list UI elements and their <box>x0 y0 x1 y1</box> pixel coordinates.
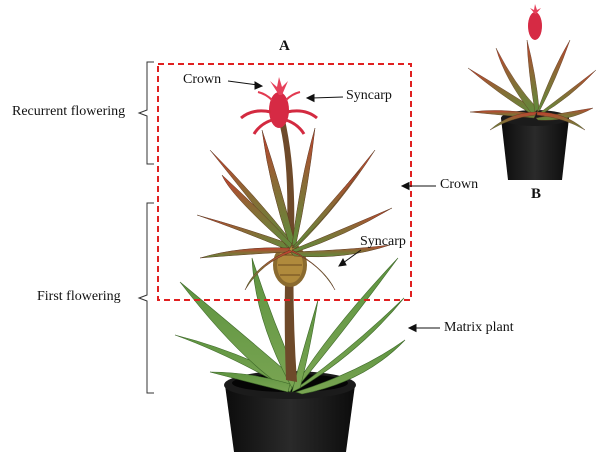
label-syncarp-mid: Syncarp <box>360 234 406 250</box>
panel-label-b: B <box>531 186 541 203</box>
bracket-first <box>139 203 154 393</box>
panel-label-a: A <box>279 38 290 55</box>
bracket-recurrent <box>139 62 154 164</box>
arrow-crown-mid <box>402 183 436 190</box>
plant-b-inflorescence <box>528 4 542 40</box>
label-crown-mid: Crown <box>440 177 478 193</box>
label-matrix-plant: Matrix plant <box>444 320 514 336</box>
label-crown-top: Crown <box>183 72 221 88</box>
pot-b <box>501 110 569 180</box>
arrow-crown-top <box>228 81 262 89</box>
label-first-flowering: First flowering <box>37 289 121 305</box>
inflorescence-top <box>241 77 317 134</box>
label-recurrent-flowering: Recurrent flowering <box>12 104 125 120</box>
plant-a <box>175 77 405 452</box>
arrow-syncarp-top <box>307 95 343 102</box>
arrow-matrix-plant <box>409 325 440 332</box>
plant-b <box>468 4 596 180</box>
plant-b-leaves <box>468 40 596 130</box>
label-syncarp-top: Syncarp <box>346 88 392 104</box>
